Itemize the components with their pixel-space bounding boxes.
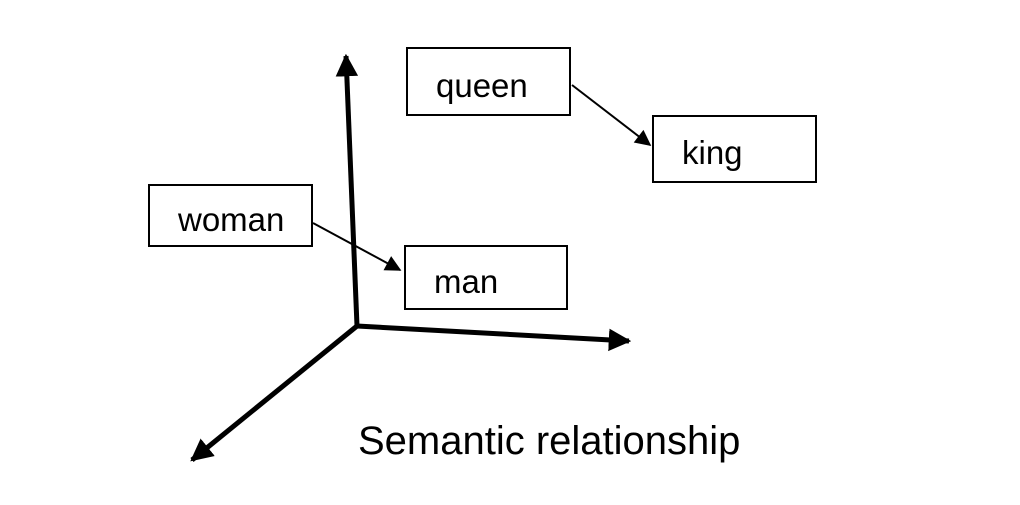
z-axis-arrow <box>190 324 359 462</box>
node-king-label: king <box>682 134 743 171</box>
node-queen-label: queen <box>436 66 528 104</box>
x-axis-arrow <box>356 323 632 352</box>
node-queen: queen <box>406 47 571 116</box>
diagram-caption: Semantic relationship <box>358 419 741 463</box>
node-man-label: man <box>434 262 499 300</box>
node-man: man <box>404 245 568 310</box>
edge-queen-king-arrow <box>571 84 652 146</box>
y-axis-arrow <box>335 53 360 327</box>
node-king: king <box>652 115 817 183</box>
node-woman-label: woman <box>178 200 285 238</box>
node-woman: woman <box>148 184 313 247</box>
edge-woman-man-arrow <box>312 222 402 271</box>
